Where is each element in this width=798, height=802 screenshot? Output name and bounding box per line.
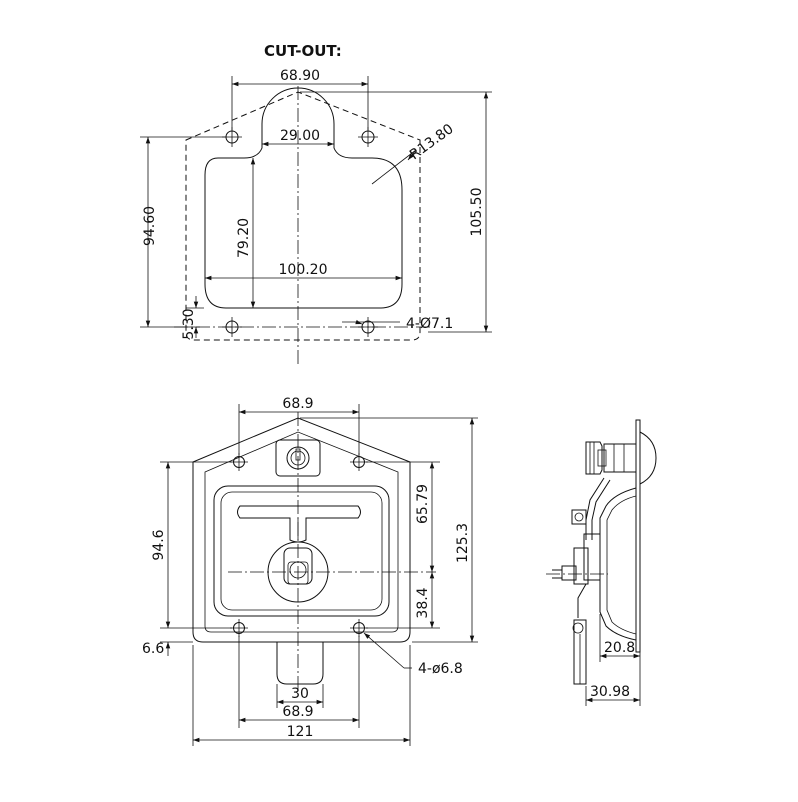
cutout-holes-label: 4-Ø7.1 bbox=[406, 316, 453, 332]
front-pan-inner bbox=[220, 491, 383, 611]
cutout-radius-label: R13.80 bbox=[407, 121, 457, 163]
front-bottom-spacing-label: 68.9 bbox=[282, 704, 313, 720]
front-overall-height-label: 125.3 bbox=[455, 523, 471, 563]
side-latch-mechanism bbox=[546, 477, 611, 685]
front-handle-width-label: 30 bbox=[291, 686, 309, 702]
front-dim-holes: 4-ø6.8 bbox=[363, 632, 463, 677]
side-pan-inner bbox=[606, 495, 637, 635]
front-dim-overall-width: 121 bbox=[192, 645, 411, 746]
cutout-dim-radius: R13.80 bbox=[371, 121, 457, 185]
cutout-mounting-holes bbox=[222, 127, 378, 337]
side-view: 20.8 30.98 bbox=[546, 419, 657, 706]
front-dim-lower-height: 38.4 bbox=[366, 572, 440, 629]
front-top-width-label: 68.9 bbox=[282, 396, 313, 412]
cutout-dim-top-width: 68.90 bbox=[231, 68, 369, 130]
front-lower-height-label: 38.4 bbox=[415, 587, 431, 618]
cutout-right-height-label: 105.50 bbox=[469, 188, 485, 237]
cutout-dim-right-height: 105.50 bbox=[300, 91, 492, 333]
cutout-inner-height-label: 79.20 bbox=[236, 218, 252, 258]
side-pan-profile bbox=[599, 487, 637, 641]
cutout-dim-left-height: 94.60 bbox=[140, 136, 226, 328]
cutout-view: CUT-OUT: 68.90 29.00 bbox=[140, 42, 492, 364]
cutout-outer-outline bbox=[185, 91, 421, 341]
cutout-title: CUT-OUT: bbox=[264, 42, 342, 60]
front-view: 68.9 94.6 6.6 65.79 38.4 bbox=[142, 396, 478, 746]
front-dim-handle-width: 30 bbox=[276, 684, 324, 708]
front-dim-upper-height: 65.79 bbox=[366, 461, 440, 572]
side-overall-depth-label: 30.98 bbox=[590, 684, 630, 700]
cutout-top-width-label: 68.90 bbox=[280, 68, 320, 84]
front-plate-outline bbox=[192, 417, 411, 643]
cutout-left-height-label: 94.60 bbox=[142, 206, 158, 246]
cutout-profile bbox=[204, 87, 403, 309]
front-dim-bottom-spacing: 68.9 bbox=[238, 636, 360, 728]
side-flange bbox=[635, 419, 641, 653]
cutout-notch-width-label: 29.00 bbox=[280, 128, 320, 144]
front-holes-label: 4-ø6.8 bbox=[418, 661, 463, 677]
side-dim-overall-depth: 30.98 bbox=[585, 662, 641, 706]
cutout-bottom-offset-label: 5.30 bbox=[181, 308, 197, 339]
front-dim-top-width: 68.9 bbox=[238, 396, 360, 455]
front-dim-bottom-offset: 6.6 bbox=[142, 641, 193, 657]
bottom-handle-tab bbox=[276, 642, 324, 685]
front-bottom-offset-label: 6.6 bbox=[142, 641, 164, 657]
t-handle bbox=[237, 505, 361, 543]
side-key-cylinder bbox=[585, 431, 657, 485]
front-plate-inner-edge bbox=[204, 431, 399, 633]
cutout-dim-notch-width: 29.00 bbox=[262, 128, 334, 147]
side-depth-label: 20.8 bbox=[604, 640, 635, 656]
cutout-dim-bottom-offset: 5.30 bbox=[181, 296, 204, 340]
front-overall-width-label: 121 bbox=[287, 724, 314, 740]
cutout-dim-inner-width: 100.20 bbox=[205, 262, 402, 281]
front-pan bbox=[213, 485, 390, 617]
front-dim-overall-height: 125.3 bbox=[300, 417, 478, 643]
side-dim-depth: 20.8 bbox=[599, 614, 641, 662]
front-left-height-label: 94.6 bbox=[151, 529, 167, 560]
cutout-inner-width-label: 100.20 bbox=[279, 262, 328, 278]
front-mounting-holes bbox=[230, 453, 368, 637]
cutout-dim-holes: 4-Ø7.1 bbox=[342, 316, 453, 332]
front-dim-left-height: 94.6 bbox=[151, 461, 232, 629]
cutout-dim-inner-height: 79.20 bbox=[236, 158, 256, 308]
front-upper-height-label: 65.79 bbox=[415, 484, 431, 524]
